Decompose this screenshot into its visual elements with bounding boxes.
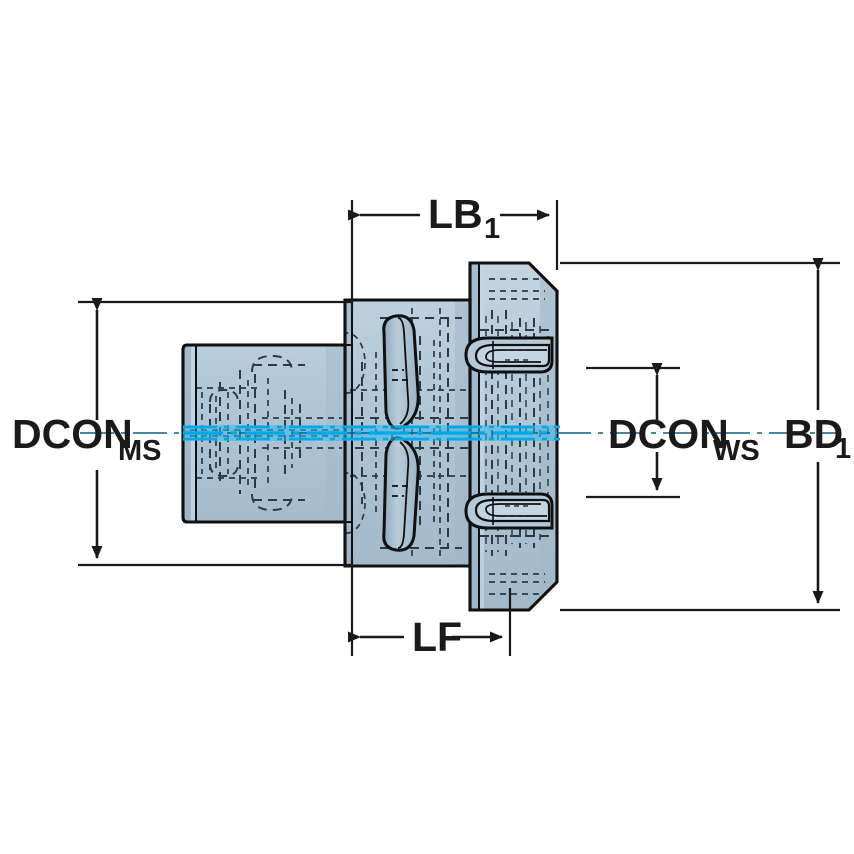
label-dcon-ms-main: DCON: [12, 411, 133, 457]
clamp-bore-lower: [464, 492, 554, 530]
label-dcon-ms: DCON MS: [12, 411, 162, 467]
label-dcon-ws-sub: WS: [713, 435, 760, 467]
drive-slot-upper: [382, 314, 420, 430]
label-bd1-main: BD: [784, 411, 843, 457]
dimension-lines: [91, 209, 824, 643]
step-transition: [345, 344, 353, 523]
label-lb1-sub: 1: [484, 213, 500, 245]
coolant-channel-centerline: [80, 425, 840, 441]
drive-slot-lower: [382, 436, 420, 552]
label-lb1: LB 1: [428, 191, 500, 245]
label-bd1: BD 1: [784, 411, 851, 465]
label-lf: LF: [412, 614, 462, 660]
label-dcon-ms-sub: MS: [118, 435, 162, 467]
dimension-labels: LB 1 DCON MS DCON WS BD 1 LF: [12, 191, 851, 660]
label-dcon-ws-main: DCON: [608, 411, 729, 457]
label-lb1-main: LB: [428, 191, 483, 237]
label-lf-main: LF: [412, 614, 462, 660]
clamp-bore-upper: [464, 336, 554, 374]
label-bd1-sub: 1: [835, 433, 851, 465]
label-dcon-ws: DCON WS: [608, 411, 760, 467]
